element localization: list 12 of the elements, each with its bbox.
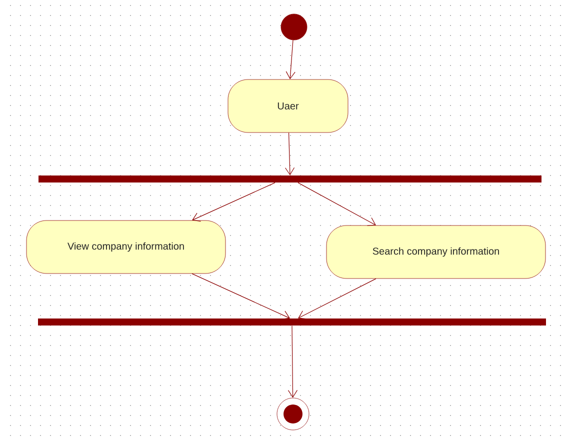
arrow bbox=[286, 40, 296, 80]
start-node bbox=[280, 14, 308, 40]
activity-box: Search company information bbox=[326, 225, 546, 279]
arrow bbox=[192, 273, 290, 320]
activity-box: Uaer bbox=[228, 79, 348, 133]
arrow bbox=[298, 278, 376, 320]
end-node bbox=[276, 398, 310, 430]
arrow bbox=[284, 132, 295, 176]
arrow bbox=[288, 325, 298, 398]
arrow bbox=[298, 182, 376, 226]
arrow bbox=[192, 182, 276, 222]
activity-box: View company information bbox=[26, 220, 226, 274]
